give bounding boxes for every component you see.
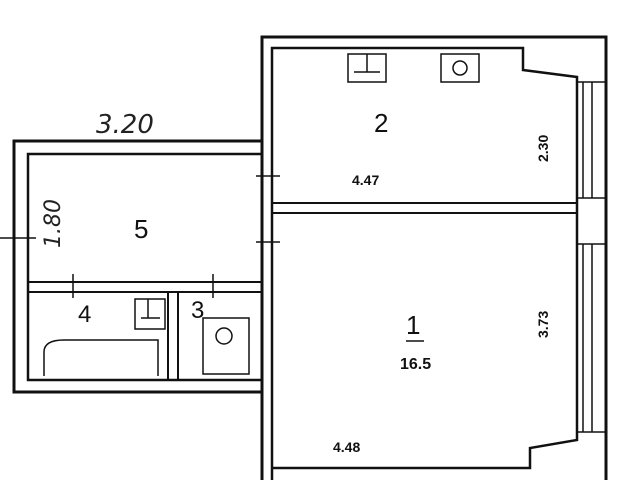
walls [12, 35, 608, 480]
door-marks [0, 175, 280, 298]
room-2-number: 2 [374, 108, 388, 138]
window-right-lower [576, 243, 607, 433]
room-5-depth: 1.80 [41, 199, 66, 248]
bathtub-room4 [43, 339, 159, 376]
room-5-width: 3.20 [96, 110, 154, 140]
room-1-number: 1 [406, 310, 420, 340]
room-5-number: 5 [134, 214, 148, 244]
outer-wall-left-block [12, 139, 264, 394]
fixtures [43, 53, 480, 376]
partition-room4-room3 [167, 291, 179, 381]
stove-fixture-room2 [440, 53, 480, 83]
room-2-depth: 2.30 [535, 135, 551, 162]
partition-room5-room2 [261, 153, 273, 381]
partition-room2-room1 [271, 202, 578, 214]
outer-wall-right-block [260, 35, 608, 480]
room-2-width: 4.47 [352, 172, 379, 188]
sink-fixture-room4 [134, 298, 166, 330]
room-4-number: 4 [78, 301, 91, 328]
partition-room5-bath [27, 281, 263, 293]
room-1-area: 16.5 [400, 356, 431, 373]
room-1-width: 4.48 [333, 439, 360, 455]
inner-wall-right-block [270, 46, 579, 480]
inner-wall-left-block [26, 152, 264, 382]
room-1-depth: 3.73 [535, 311, 551, 338]
room-3-number: 3 [191, 297, 204, 324]
toilet-fixture-room3 [202, 317, 250, 375]
window-right-upper [576, 81, 607, 199]
room-labels: 1 16.5 4.48 3.73 2 4.47 2.30 3 4 5 3.20 … [41, 108, 551, 455]
